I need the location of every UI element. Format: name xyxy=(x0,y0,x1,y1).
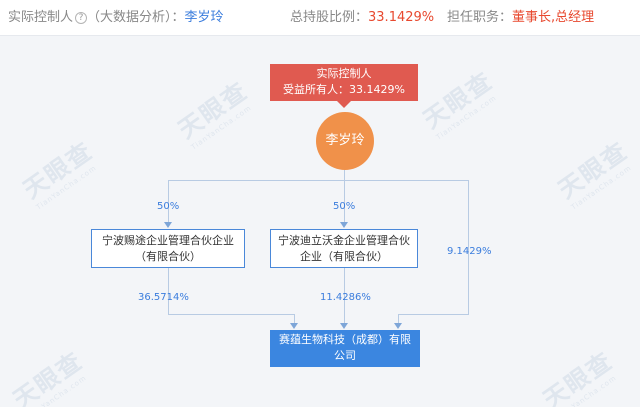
position-label: 担任职务： xyxy=(447,10,513,25)
entity-right-name: 宁波迪立沃金企业管理合伙 xyxy=(278,234,410,247)
entity-right-type: 企业（有限合伙） xyxy=(300,250,388,263)
edge-left-entity-turn xyxy=(168,314,295,315)
target-company-node[interactable]: 赛蕴生物科技（成都）有限 公司 xyxy=(270,330,420,367)
percent-right-to-target: 11.4286% xyxy=(320,292,371,303)
arrow-left-entity-to-target xyxy=(290,323,298,329)
edge-person-direct xyxy=(468,180,469,314)
percent-person-to-target: 9.1429% xyxy=(447,246,492,257)
controller-tag-title: 实际控制人 xyxy=(316,67,372,80)
edge-left-entity-into-target xyxy=(294,314,295,324)
position-value: 董事长,总经理 xyxy=(512,10,595,25)
arrow-to-left-entity xyxy=(164,222,172,228)
entity-left-name: 宁波赐途企业管理合伙企业 xyxy=(102,234,234,247)
holding-label: 总持股比例： xyxy=(290,10,369,25)
entity-node-right[interactable]: 宁波迪立沃金企业管理合伙 企业（有限合伙） xyxy=(270,229,418,268)
arrow-to-right-entity xyxy=(340,222,348,228)
holding-value: 33.1429% xyxy=(368,10,435,25)
help-icon[interactable]: ? xyxy=(75,12,88,24)
edge-right-entity-down xyxy=(344,268,345,324)
target-company-name-cont: 公司 xyxy=(334,349,356,362)
controller-summary-bar: 实际控制人?（大数据分析）：李岁玲 总持股比例：33.1429% 担任职务：董事… xyxy=(0,0,640,36)
edge-to-left-entity xyxy=(168,180,169,224)
entity-node-left[interactable]: 宁波赐途企业管理合伙企业 （有限合伙） xyxy=(91,229,245,268)
edge-person-direct-turn xyxy=(398,314,469,315)
position-summary: 担任职务：董事长,总经理 xyxy=(447,9,594,27)
edge-branch-horizontal xyxy=(168,180,469,181)
edge-left-entity-down xyxy=(168,268,169,314)
percent-person-to-right: 50% xyxy=(333,201,356,212)
percent-left-to-target: 36.5714% xyxy=(138,292,189,303)
arrow-right-entity-to-target xyxy=(340,323,348,329)
edge-to-right-entity xyxy=(344,180,345,224)
entity-left-type: （有限合伙） xyxy=(135,250,201,263)
controller-tag-share: 受益所有人：33.1429% xyxy=(283,83,405,96)
target-company-name: 赛蕴生物科技（成都）有限 xyxy=(279,333,411,346)
edge-person-down xyxy=(344,170,345,180)
controller-note: （大数据分析）： xyxy=(87,10,185,25)
holding-summary: 总持股比例：33.1429% xyxy=(290,9,434,27)
edge-person-direct-down xyxy=(398,314,399,324)
controller-name-link[interactable]: 李岁玲 xyxy=(184,10,224,25)
actual-controller-tag: 实际控制人 受益所有人：33.1429% xyxy=(270,64,418,108)
person-node[interactable]: 李岁玲 xyxy=(316,112,374,170)
arrow-person-direct xyxy=(394,323,402,329)
controller-label: 实际控制人 xyxy=(8,10,74,25)
controller-summary: 实际控制人?（大数据分析）：李岁玲 xyxy=(8,9,224,27)
percent-person-to-left: 50% xyxy=(157,201,180,212)
